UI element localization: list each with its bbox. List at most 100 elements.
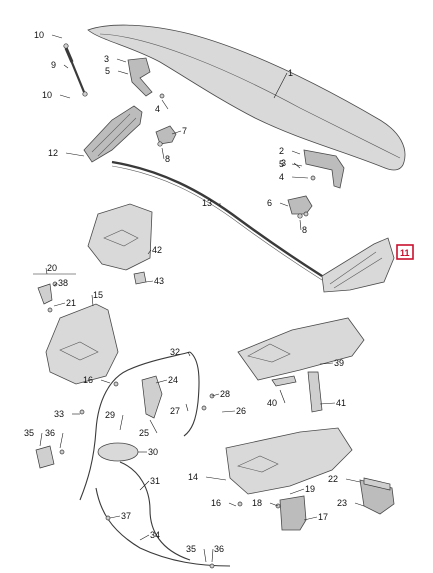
callout-c36a: 36 [45,428,55,438]
callout-c4a: 4 [155,104,160,114]
leader-line-c9 [63,64,69,69]
leader-line-c12 [65,152,85,157]
bracket-6 [287,195,313,219]
clip-35-upper [35,445,55,469]
leader-line-c3b [293,162,301,169]
callout-c36b: 36 [214,544,224,554]
callout-c29: 29 [105,410,115,420]
callout-c4b: 4 [279,172,284,182]
leader-lines [39,34,365,563]
callout-c2: 2 [279,146,284,156]
leader-line-c40 [279,389,286,404]
callout-c3b: 3 [281,158,286,168]
leader-line-c6 [279,202,289,207]
leader-line-c22 [345,478,361,483]
leader-line-c1 [273,72,288,99]
leader-line-c2 [291,150,301,155]
callout-c12: 12 [48,148,58,158]
callout-c33: 33 [54,409,64,419]
leader-line-c5b [291,163,303,167]
leader-line-c10b [59,94,71,99]
leader-line-c21 [53,302,66,307]
leader-line-c26 [221,410,236,413]
callout-c38: 38 [58,278,68,288]
callout-c6: 6 [267,198,272,208]
callout-c41: 41 [336,398,346,408]
leader-line-c15 [91,294,94,307]
leader-line-c36a [59,432,64,449]
bracket-41 [307,371,323,413]
highlight-box [396,244,414,260]
fasteners [59,381,243,569]
leader-line-c16a [100,379,111,384]
callout-c8a: 8 [165,154,170,164]
callout-c32: 32 [170,347,180,357]
callout-c35b: 35 [186,544,196,554]
release-cable [79,351,231,567]
callout-c5a: 5 [105,66,110,76]
callout-c24: 24 [168,375,178,385]
callout-c43: 43 [154,276,164,286]
leader-line-c34 [139,534,150,541]
leader-line-c14 [205,476,227,481]
leader-line-c29 [119,414,124,431]
leader-line-c7 [171,130,182,135]
leader-line-c4a [161,99,169,110]
leader-line-c35b [203,548,207,563]
gas-strut [63,43,88,97]
callout-c1: 1 [288,68,293,78]
hinge-right [303,149,345,189]
leader-line-c35a [39,432,43,447]
handle-30 [97,442,139,462]
callout-c42: 42 [152,245,162,255]
callout-c27: 27 [170,406,180,416]
callout-c21: 21 [66,298,76,308]
callout-c37: 37 [121,511,131,521]
leader-line-c27 [185,403,189,412]
callout-c25: 25 [139,428,149,438]
leader-line-c32 [187,351,191,357]
latch-17 [275,495,307,531]
hood-panel [87,24,406,171]
hinge-left [127,57,165,99]
callout-c31: 31 [150,476,160,486]
leader-line-c24 [155,379,168,384]
callout-c15: 15 [93,290,103,300]
leader-line-c41 [319,402,336,405]
callout-c39: 39 [334,358,344,368]
leader-line-c4b [291,176,309,179]
callout-c16a: 16 [83,375,93,385]
callout-c34: 34 [150,530,160,540]
callout-c14: 14 [188,472,198,482]
cover-14 [225,427,353,495]
callout-c18: 18 [252,498,262,508]
leader-line-c18 [269,502,279,507]
leader-line-c19 [289,488,305,495]
callout-c5b: 5 [279,159,284,169]
callout-c35a: 35 [24,428,34,438]
leader-line-c17 [303,516,318,521]
leader-line-c43 [145,280,154,283]
callout-c30: 30 [148,447,158,457]
hood-lock [83,105,143,163]
assembly-20 [33,273,76,313]
leader-line-c37 [109,515,121,519]
callout-c3a: 3 [104,54,109,64]
callout-c8b: 8 [302,225,307,235]
callout-labels: 1233445567889101012131415161617181920212… [24,30,347,554]
callout-c19: 19 [305,484,315,494]
engine-cover-42 [87,203,153,285]
leader-line-c38 [53,282,58,287]
engine-cover-15 [45,303,119,385]
leader-line-c31 [139,480,150,491]
leader-line-c23 [354,502,365,507]
callout-c7: 7 [182,126,187,136]
leader-line-c8a [161,147,165,160]
leader-line-c42 [147,249,152,255]
callout-c26: 26 [236,406,246,416]
leader-line-c10a [51,34,63,39]
leader-line-c25 [149,419,158,434]
leader-line-c5a [117,70,129,75]
cover-39 [237,317,365,387]
